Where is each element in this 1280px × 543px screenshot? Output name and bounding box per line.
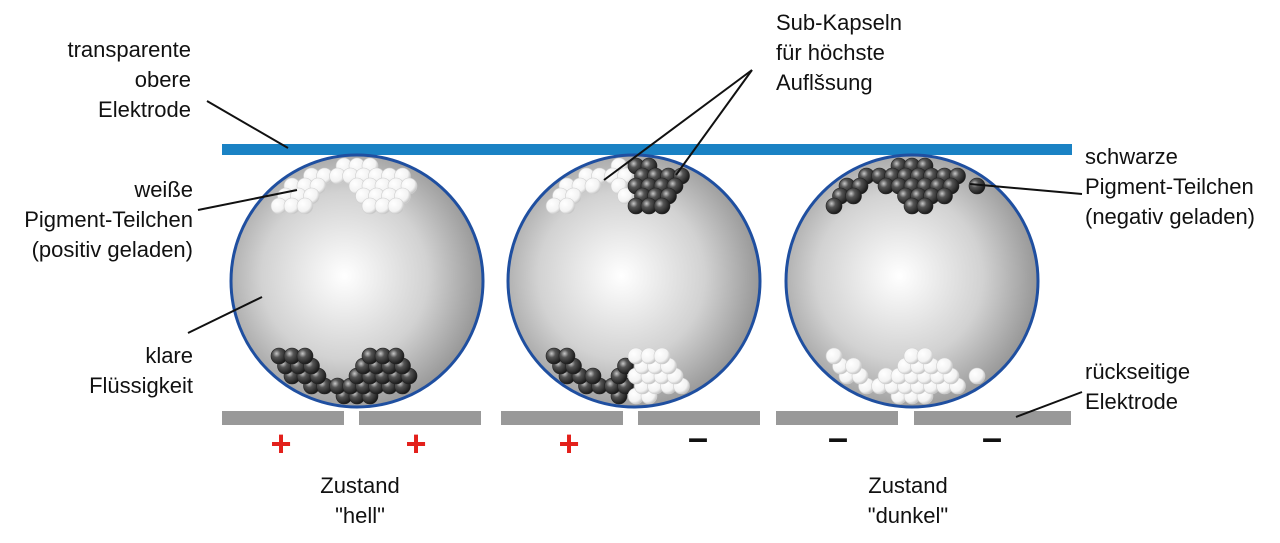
back-electrode-segment <box>359 411 481 425</box>
label-top-electrode: transparente obere Elektrode <box>67 37 191 122</box>
black-pigment-particle <box>296 347 314 365</box>
sign-plus: + <box>270 423 292 464</box>
white-pigment-particle <box>968 367 986 385</box>
sign-minus: – <box>827 417 849 458</box>
sign-plus: + <box>558 423 580 464</box>
back-electrodes <box>222 411 1071 425</box>
label-sub-capsules: Sub-Kapseln für höchste Auflšsung <box>776 10 902 95</box>
black-pigment-particle <box>936 187 953 205</box>
sign-minus: – <box>687 417 709 458</box>
capsule-3 <box>784 153 1040 409</box>
black-pigment-particle <box>387 347 405 365</box>
white-pigment-particle <box>296 197 314 215</box>
white-pigment-particle <box>916 347 934 365</box>
sign-minus: – <box>981 417 1003 458</box>
black-pigment-particle <box>584 367 602 385</box>
white-pigment-particle <box>825 347 843 365</box>
white-pigment-particle <box>387 197 405 215</box>
black-pigment-particle <box>845 187 862 205</box>
label-state-dark: Zustand "dunkel" <box>867 473 949 528</box>
back-electrode-segment <box>222 411 344 425</box>
leader-top-electrode <box>206 100 289 149</box>
back-electrode-segment <box>501 411 623 425</box>
back-electrode-segment <box>776 411 898 425</box>
black-pigment-particle <box>558 347 576 365</box>
back-electrode-segment <box>638 411 760 425</box>
leader-sub-capsule-b <box>675 69 753 176</box>
leader-sub-capsule-a <box>603 69 753 181</box>
leader-white-particles <box>197 189 298 211</box>
label-state-light: Zustand "hell" <box>320 473 400 528</box>
back-electrode-segment <box>914 411 1071 425</box>
white-pigment-particle <box>617 187 634 205</box>
white-pigment-particle <box>936 357 953 375</box>
leader-clear-liquid <box>187 296 263 334</box>
leader-black-particles <box>969 183 1083 195</box>
capsule-2 <box>506 153 762 409</box>
white-pigment-particle <box>845 357 862 375</box>
sign-plus: + <box>405 423 427 464</box>
label-clear-liquid: klare Flüssigkeit <box>89 343 193 398</box>
label-back-electrode: rückseitige Elektrode <box>1085 359 1191 414</box>
black-pigment-particle <box>653 197 671 215</box>
capsule-1 <box>229 153 485 409</box>
label-black-particles: schwarze Pigment-Teilchen (negativ gelad… <box>1085 144 1256 229</box>
label-white-particles: weiße Pigment-Teilchen (positiv geladen) <box>24 177 193 262</box>
white-pigment-particle <box>558 197 576 215</box>
top-electrode <box>222 144 1072 155</box>
black-pigment-particle <box>825 197 843 215</box>
leader-back-electrode <box>1015 391 1083 418</box>
white-pigment-particle <box>584 177 602 195</box>
leader-lines <box>187 69 1083 418</box>
black-pigment-particle <box>916 197 934 215</box>
white-pigment-particle <box>653 347 671 365</box>
black-pigment-particle <box>617 357 634 375</box>
